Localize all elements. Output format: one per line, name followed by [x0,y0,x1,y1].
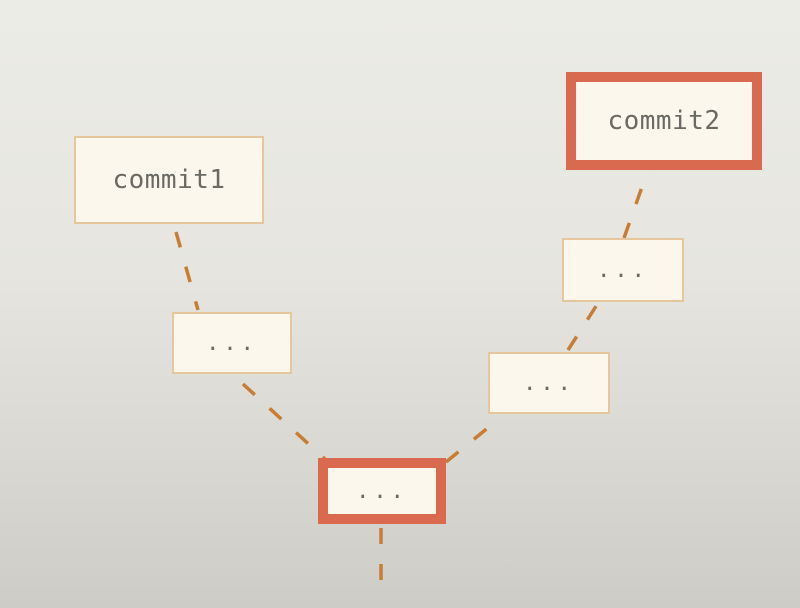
edge-left-mid-to-base [241,382,328,462]
right-lower-commit-node[interactable]: ... [488,352,610,414]
commit1-label: commit1 [112,165,226,195]
commit2-node[interactable]: commit2 [566,72,762,170]
right-upper-commit-label: ... [597,257,649,283]
edge-right-low-to-right-high [566,299,602,351]
left-intermediate-commit-node[interactable]: ... [172,312,292,374]
right-lower-commit-label: ... [523,370,575,396]
edge-commit1-to-left-mid [174,231,200,311]
edge-base-to-right-low [444,416,502,464]
edge-right-high-to-commit2 [622,169,650,239]
commit2-label: commit2 [607,106,721,136]
right-upper-commit-node[interactable]: ... [562,238,684,302]
left-intermediate-commit-label: ... [206,330,258,356]
merge-base-commit-label: ... [356,478,408,504]
commit1-node[interactable]: commit1 [74,136,264,224]
merge-base-commit-node[interactable]: ... [318,458,446,524]
